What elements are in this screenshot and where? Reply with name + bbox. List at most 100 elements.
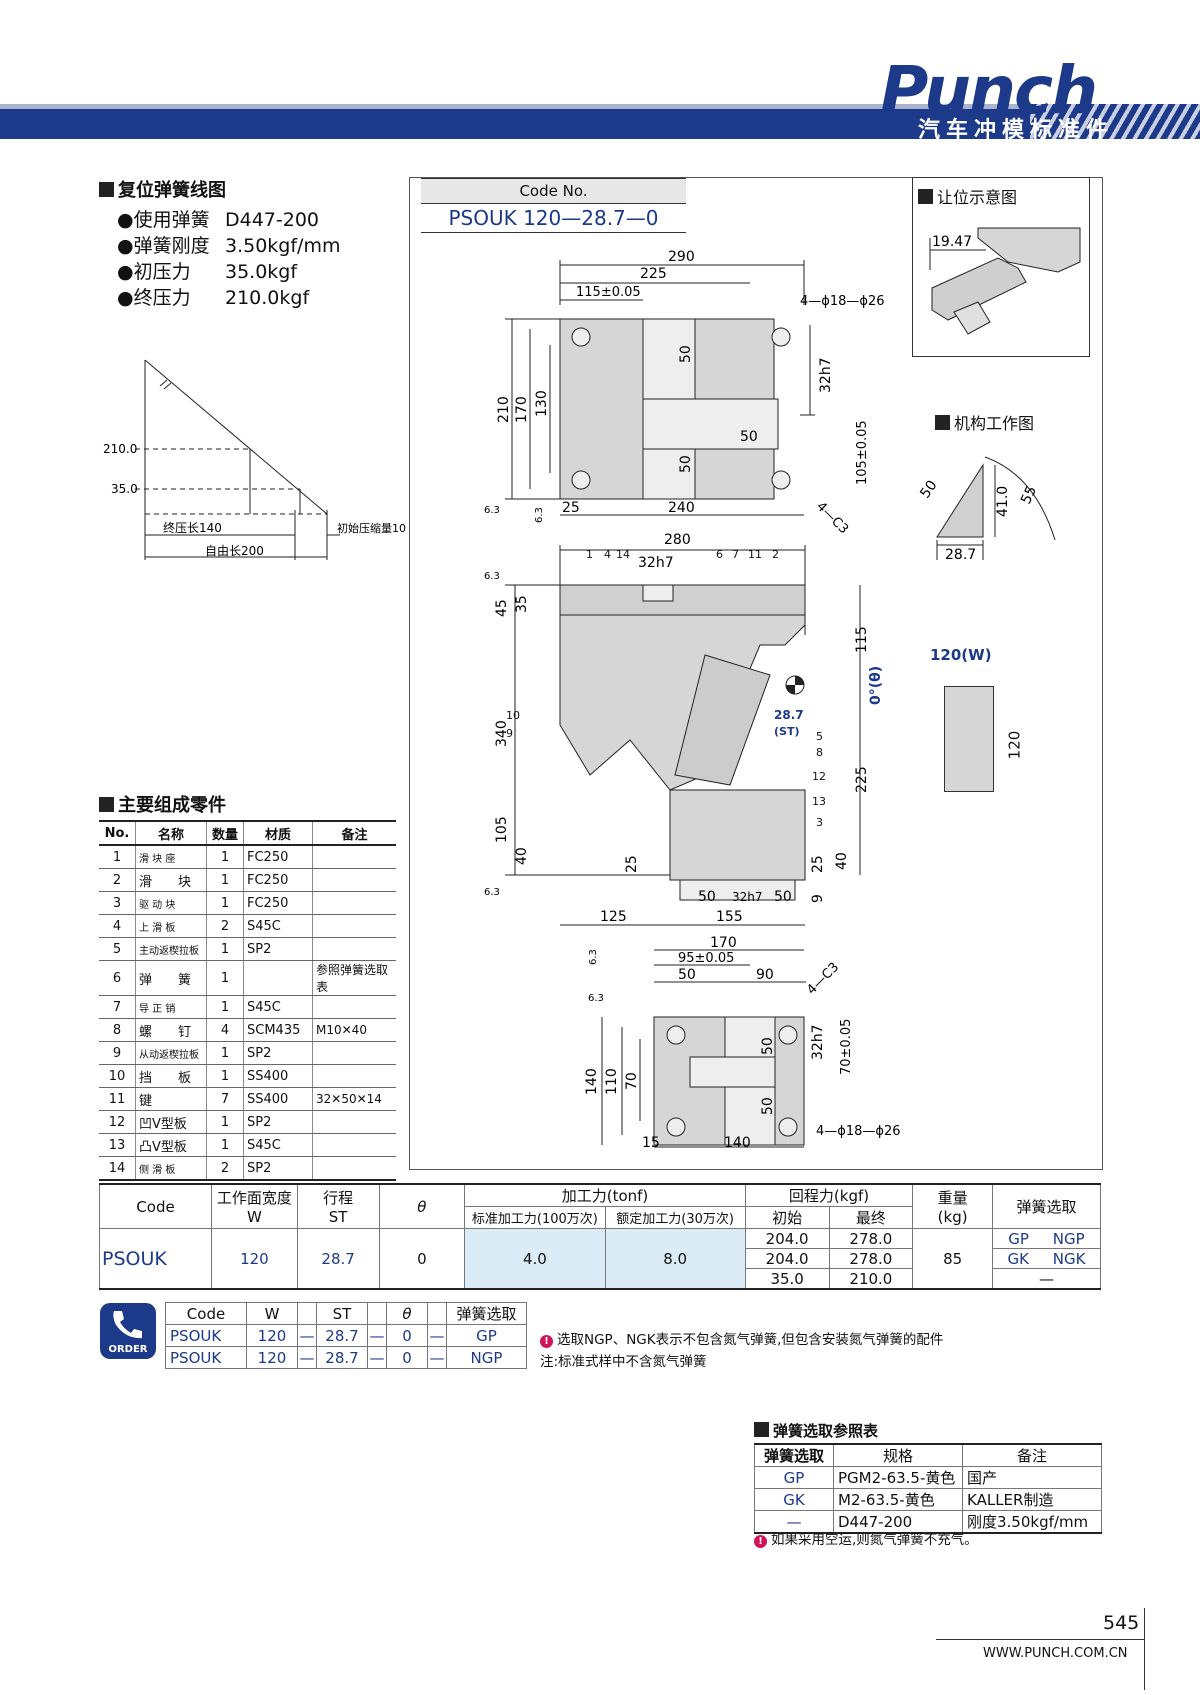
dim-15: 15 <box>642 1135 660 1151</box>
parts-cell: 4 <box>99 914 136 938</box>
top-view: 290 225 115±0.05 4—ϕ18—ϕ26 50 32h7 50 50… <box>484 249 885 537</box>
code-box-value: PSOUK 120—28.7—0 <box>421 203 686 233</box>
order-cell: — <box>367 1346 387 1369</box>
parts-header-row: No. 名称 数量 材质 备注 <box>99 820 396 846</box>
parts-cell: SP2 <box>243 1110 313 1134</box>
order-note-2: 注:标准式样中不含氮气弹簧 <box>540 1354 707 1370</box>
w-block <box>944 686 994 792</box>
balloon-7: 7 <box>732 548 739 561</box>
mt-h-ret2: 最终 <box>828 1206 914 1229</box>
order-cell: 28.7 <box>316 1346 368 1369</box>
dim-25-b: 25 <box>810 855 826 873</box>
y-tick-210: 210.0 <box>103 442 137 456</box>
parts-cell: 主动返楔拉板 <box>135 937 207 961</box>
parts-cell <box>312 1064 396 1088</box>
parts-cell <box>312 868 396 892</box>
dim-32h7-bottom: 32h7 <box>810 1024 826 1060</box>
dim-155: 155 <box>716 909 743 925</box>
dim-170: 170 <box>514 396 530 423</box>
dim-125: 125 <box>600 909 627 925</box>
dim-210: 210 <box>496 396 512 423</box>
parts-cell <box>312 914 396 938</box>
w-height: 120 <box>1005 730 1024 760</box>
balloon-4: 4 <box>604 548 611 561</box>
parts-cell: FC250 <box>243 845 313 869</box>
mt-ret-init: 35.0 <box>744 1268 830 1290</box>
rough-bottom-b: 6.3 <box>588 993 604 1004</box>
parts-cell: S45C <box>243 914 313 938</box>
parts-cell: 13 <box>99 1133 136 1157</box>
label-final-length: 终压长140 <box>163 520 222 535</box>
dim-50-front-a: 50 <box>698 889 716 905</box>
dim-50-bottom-c: 50 <box>760 1097 776 1115</box>
balloon-11: 11 <box>748 548 762 561</box>
parts-cell: 1 <box>206 937 244 961</box>
order-h-w: W <box>246 1302 298 1325</box>
header-subtitle: 汽车冲模标准件 <box>918 118 1115 143</box>
mt-h-return: 回程力(kgf) <box>744 1183 914 1207</box>
ref-h-select: 弹簧选取 <box>754 1443 834 1467</box>
order-cell: 28.7 <box>316 1324 368 1347</box>
dim-9: 9 <box>810 894 826 903</box>
parts-cell: 1 <box>99 845 136 869</box>
parts-cell: SCM435 <box>243 1018 313 1042</box>
mt-h-ret1: 初始 <box>744 1206 830 1229</box>
dim-4c3-bottom: 4—C3 <box>804 960 842 998</box>
dim-50-b: 50 <box>740 429 758 445</box>
parts-cell: 2 <box>99 868 136 892</box>
parts-cell: 14 <box>99 1156 136 1181</box>
order-cell: PSOUK <box>165 1324 247 1347</box>
parts-cell <box>312 1110 396 1134</box>
order-cell: — <box>367 1324 387 1347</box>
dim-32h7-front-b: 32h7 <box>732 890 763 904</box>
parts-h-material: 材质 <box>243 820 313 846</box>
spring-ref-cell: 国产 <box>962 1466 1102 1489</box>
parts-cell: 凸V型板 <box>135 1133 207 1157</box>
parts-cell: 10 <box>99 1064 136 1088</box>
dim-70-05: 70±0.05 <box>839 1019 854 1075</box>
dim-105: 105±0.05 <box>855 420 870 485</box>
w-label: 120(W) <box>930 646 992 664</box>
parts-cell: FC250 <box>243 868 313 892</box>
parts-title: 主要组成零件 <box>99 791 226 817</box>
dim-40-b: 40 <box>834 852 850 870</box>
order-cell: NGP <box>446 1346 527 1369</box>
parts-cell: M10✕40 <box>312 1018 396 1042</box>
balloon-2: 2 <box>772 548 779 561</box>
parts-h-remark: 备注 <box>312 820 396 846</box>
parts-cell: 键 <box>135 1087 207 1111</box>
mt-force2: 8.0 <box>604 1228 746 1290</box>
mt-h-theta: θ <box>378 1183 466 1229</box>
dim-340: 340 <box>494 720 510 747</box>
parts-cell <box>312 937 396 961</box>
spring-ref-cell: 刚度3.50kgf/mm <box>962 1510 1102 1534</box>
parts-cell: 1 <box>206 845 244 869</box>
dim-25-a: 25 <box>624 855 640 873</box>
mt-st: 28.7 <box>296 1228 380 1290</box>
parts-cell: 上 滑 板 <box>135 914 207 938</box>
balloon-10: 10 <box>506 709 520 722</box>
parts-cell <box>312 845 396 869</box>
dim-holes-bottom: 4—ϕ18—ϕ26 <box>816 1124 901 1139</box>
parts-cell: 9 <box>99 1041 136 1065</box>
mt-spring: — <box>991 1268 1102 1290</box>
header-band <box>0 109 1200 139</box>
parts-h-no: No. <box>99 820 136 846</box>
spring-ref-cell: PGM2-63.5-黄色 <box>833 1466 963 1489</box>
angle-label: 0°(θ) <box>868 666 884 705</box>
parts-cell <box>312 1156 396 1181</box>
balloon-6: 6 <box>716 548 723 561</box>
order-h-sep <box>427 1302 447 1325</box>
dim-holes: 4—ϕ18—ϕ26 <box>800 294 885 309</box>
order-cell: — <box>297 1324 317 1347</box>
parts-cell: 凹V型板 <box>135 1110 207 1134</box>
order-cell: — <box>297 1346 317 1369</box>
